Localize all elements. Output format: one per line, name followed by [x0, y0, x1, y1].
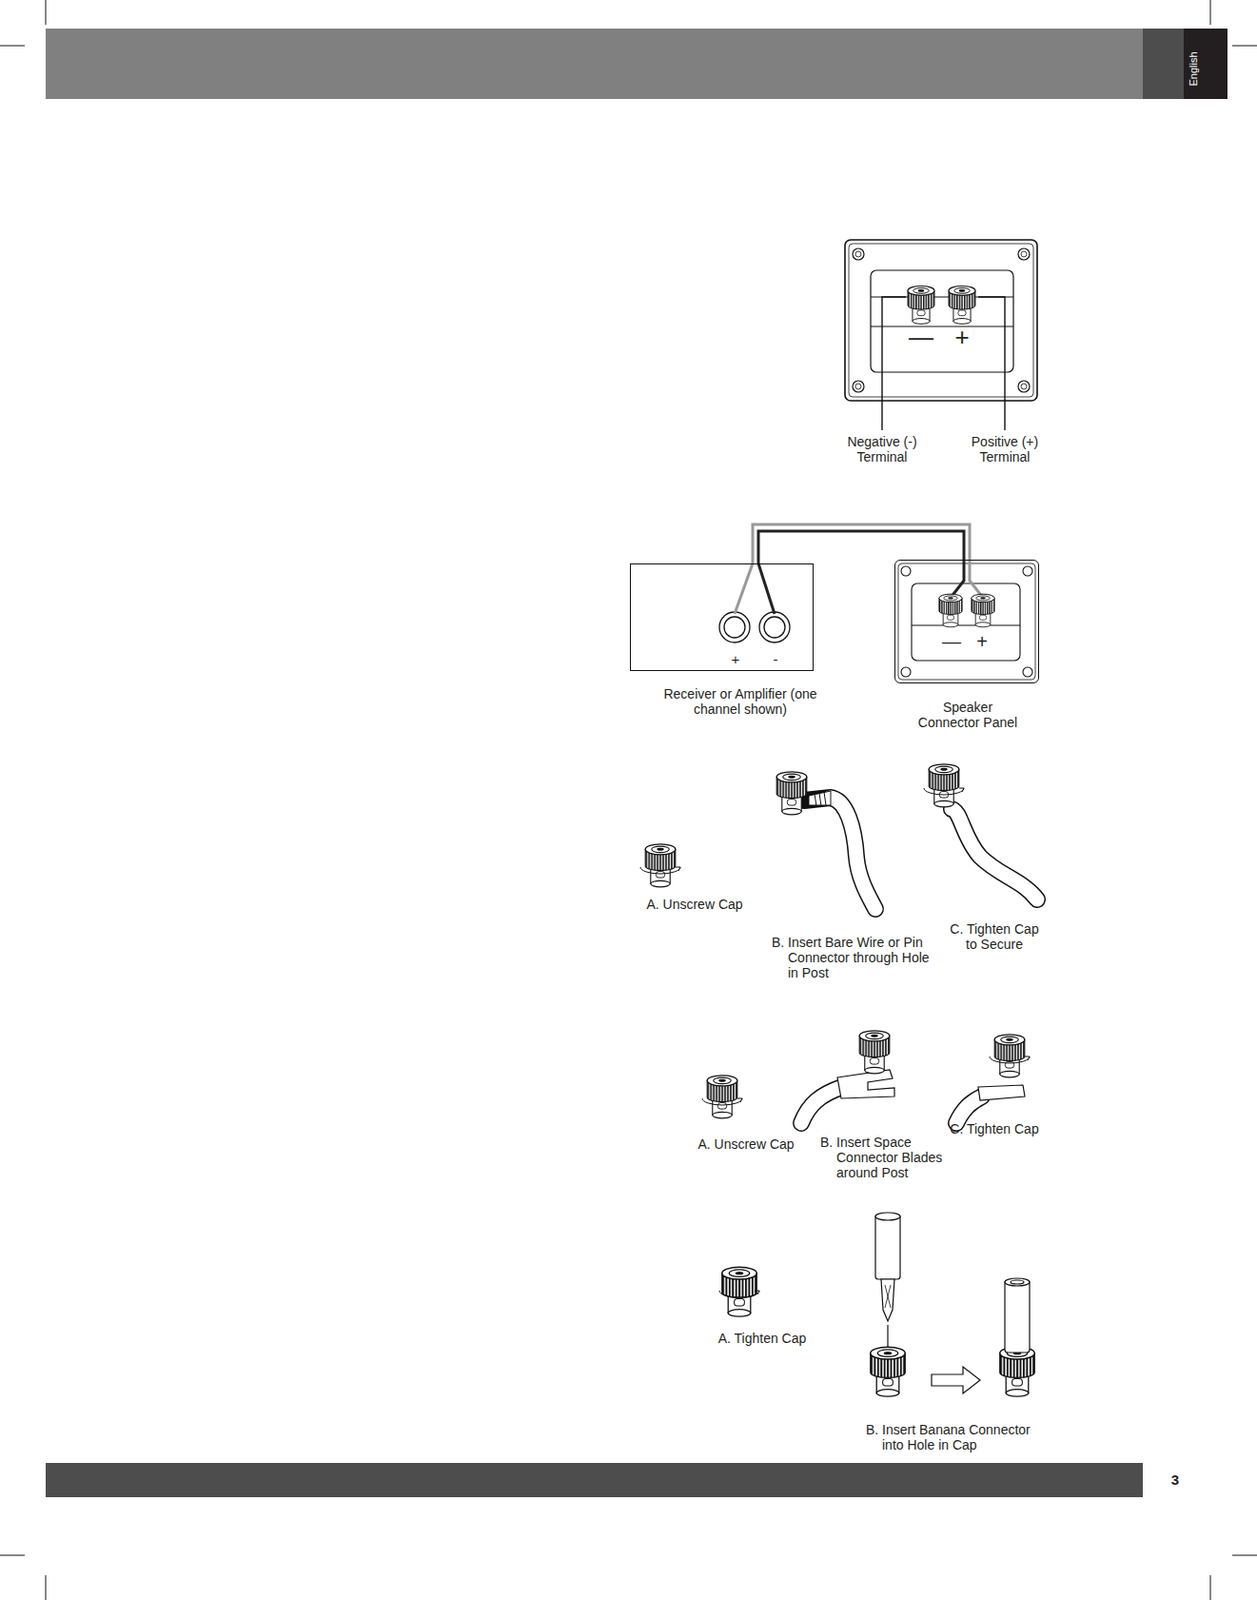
language-tab: English — [1187, 31, 1200, 108]
polarity-sign: + — [726, 650, 746, 668]
step-label: B. Insert Banana Connector into Hole in … — [865, 1421, 1052, 1453]
step-label: A. Tighten Cap — [705, 1330, 820, 1346]
component-label: Receiver or Amplifier (one channel shown… — [654, 686, 826, 717]
speaker-wire — [758, 530, 964, 564]
step-label: A. Unscrew Cap — [632, 896, 757, 912]
step-label: C. Tighten Cap to Secure — [944, 921, 1045, 952]
page-number: 3 — [1160, 1471, 1190, 1488]
speaker-panel: —+Speaker Connector Panel — [894, 559, 1040, 684]
component-label: Speaker Connector Panel — [915, 699, 1021, 730]
step-label: — — [902, 323, 941, 351]
step-label: + — [942, 323, 982, 351]
step-label: B. Insert Bare Wire or Pin Connector thr… — [771, 934, 942, 981]
step-label: A. Unscrew Cap — [684, 1136, 808, 1152]
polarity-sign: + — [969, 630, 995, 652]
step-label: B. Insert Space Connector Blades around … — [820, 1134, 963, 1180]
polarity-sign: - — [765, 650, 786, 668]
step-label: C. Tighten Cap — [942, 1120, 1047, 1137]
step-label: Negative (-) Terminal — [829, 433, 935, 465]
amplifier-box: +-Receiver or Amplifier (one channel sho… — [629, 563, 814, 671]
polarity-sign: — — [939, 630, 964, 652]
step-label: Positive (+) Terminal — [952, 433, 1058, 465]
speaker-wire — [752, 524, 970, 564]
